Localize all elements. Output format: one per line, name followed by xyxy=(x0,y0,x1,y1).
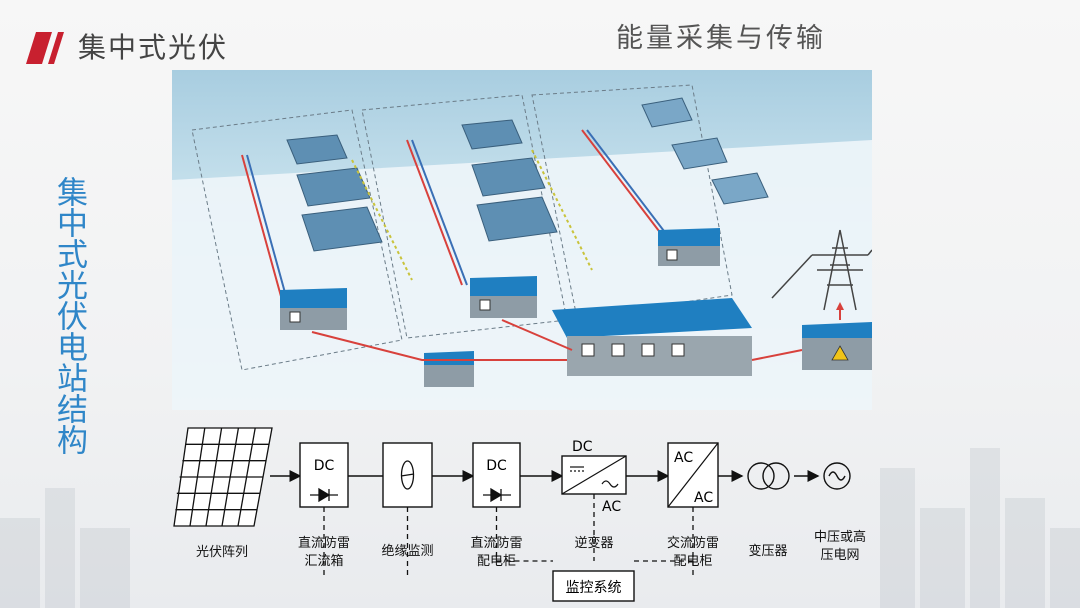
substation-building xyxy=(802,302,872,370)
combiner-house-2 xyxy=(470,276,537,318)
combiner-house-1 xyxy=(280,288,347,330)
ac-cabinet-bottom-label: AC xyxy=(694,490,713,506)
transmission-tower-icon xyxy=(771,229,872,311)
monitoring-label: 监控系统 xyxy=(566,580,622,596)
pv-array-zone-2 xyxy=(461,119,558,242)
inverter-label: 逆变器 xyxy=(574,535,613,551)
vertical-side-label: 集中式光伏电站结构 xyxy=(51,176,87,455)
ac-cabinet-top-label: AC xyxy=(674,450,693,466)
ac-cabinet-label-line1: 交流防雷 xyxy=(667,535,719,551)
section-title: 能量采集与传输 xyxy=(616,23,826,54)
grid-label-line1: 中压或高 xyxy=(814,529,866,545)
combiner-house-3 xyxy=(658,228,720,266)
combiner-dc-label: DC xyxy=(314,458,335,474)
insulation-monitor-box xyxy=(382,442,433,508)
system-schematic: DC DC DC AC AC AC xyxy=(173,427,866,602)
pv-array-label: 光伏阵列 xyxy=(196,545,248,560)
transformer-icon xyxy=(747,462,790,490)
city-skyline-background xyxy=(0,448,1080,608)
dc-cabinet-label-line1: 直流防雷 xyxy=(470,535,522,551)
small-cabinet xyxy=(424,351,474,387)
inverter-ac-label: AC xyxy=(602,499,621,515)
ac-grid-icon xyxy=(823,462,851,490)
transformer-label: 变压器 xyxy=(748,543,787,559)
inverter-dc-label: DC xyxy=(572,439,593,455)
combiner-label-line2: 汇流箱 xyxy=(304,553,343,569)
grid-label-line2: 压电网 xyxy=(820,548,859,563)
monitoring-system-box: 监控系统 xyxy=(552,570,635,602)
combiner-label-line1: 直流防雷 xyxy=(298,535,350,551)
ac-cabinet-box: AC AC xyxy=(667,442,719,508)
ac-cabinet-label-line2: 配电柜 xyxy=(673,554,712,569)
inverter-building xyxy=(552,298,752,376)
cabinet-dc-label: DC xyxy=(486,458,507,474)
slide-title: 集中式光伏 xyxy=(78,31,229,64)
diode-icon xyxy=(310,487,338,503)
title-accent-icon xyxy=(26,32,64,64)
pv-array-zone-1 xyxy=(286,134,383,252)
pv-tracker-zone-3 xyxy=(641,97,769,205)
dc-cabinet-box: DC xyxy=(472,442,521,508)
insulation-monitor-label: 绝缘监测 xyxy=(381,543,433,559)
pv-array-icon xyxy=(173,427,273,527)
pv-plant-illustration xyxy=(172,70,872,410)
dc-combiner-box: DC xyxy=(299,442,349,508)
diode-icon xyxy=(483,487,511,503)
inverter-box: DC AC xyxy=(561,439,627,515)
dc-cabinet-label-line2: 配电柜 xyxy=(477,554,516,569)
